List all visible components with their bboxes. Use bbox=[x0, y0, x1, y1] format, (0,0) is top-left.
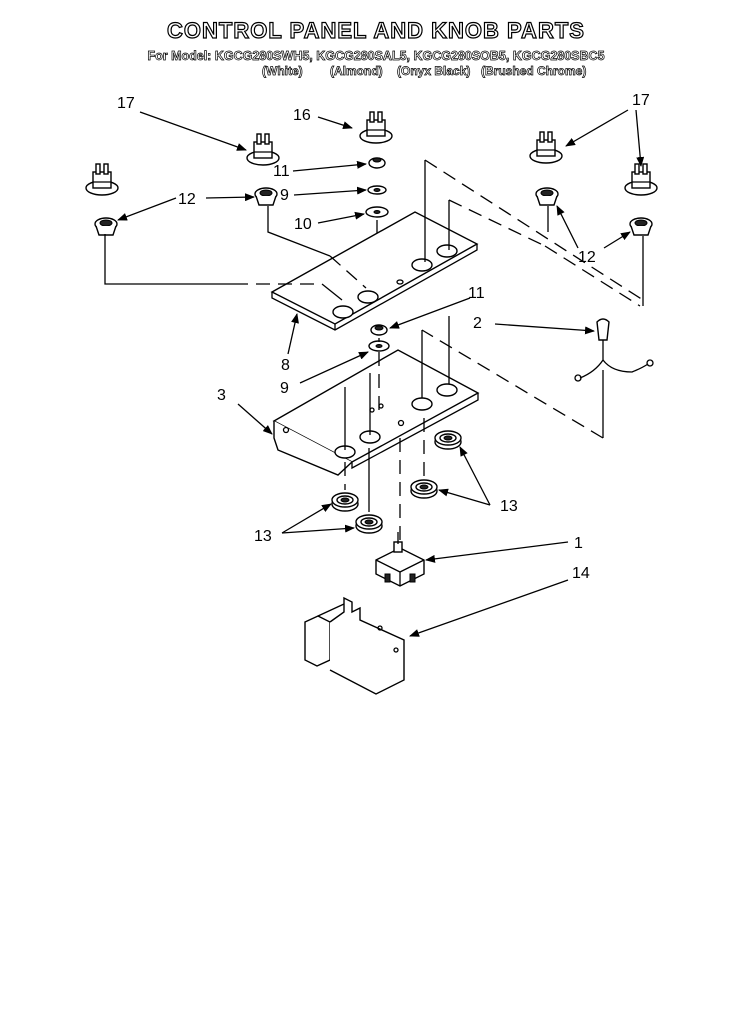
control-panel-8 bbox=[270, 211, 479, 331]
color-onyx-black: (Onyx Black) bbox=[397, 64, 471, 79]
knob-17-upper-right bbox=[529, 131, 563, 164]
color-almond: (Almond) bbox=[330, 64, 383, 79]
ring-13-d bbox=[434, 430, 462, 450]
ring-13-a bbox=[331, 492, 359, 512]
bracket-14 bbox=[304, 596, 405, 695]
callout-9-upper: 9 bbox=[280, 187, 289, 204]
indicator-light-2 bbox=[574, 318, 654, 382]
knob-16-center bbox=[359, 111, 393, 144]
callout-17-left: 17 bbox=[117, 95, 135, 112]
callout-16: 16 bbox=[293, 107, 311, 124]
callout-11-upper: 11 bbox=[273, 163, 290, 180]
callout-9-lower: 9 bbox=[280, 380, 289, 397]
ring-13-b bbox=[355, 514, 383, 534]
callout-13-right: 13 bbox=[500, 498, 518, 515]
callout-12-left: 12 bbox=[178, 191, 196, 208]
callout-2: 2 bbox=[473, 315, 482, 332]
callout-12-right: 12 bbox=[578, 249, 596, 266]
switch-1 bbox=[375, 532, 425, 587]
color-white: (White) bbox=[262, 64, 303, 79]
callout-14: 14 bbox=[572, 565, 590, 582]
model-list: For Model: KGCG280SWH5, KGCG280SAL5, KGC… bbox=[147, 49, 605, 64]
backing-panel-3 bbox=[272, 349, 480, 476]
bezel-12-right bbox=[629, 217, 653, 236]
knob-17-right bbox=[624, 163, 658, 196]
knob-17-upper-left bbox=[246, 133, 280, 166]
callout-11-lower: 11 bbox=[468, 285, 485, 302]
page-title: CONTROL PANEL AND KNOB PARTS bbox=[166, 17, 585, 43]
bezel-12-right-upper bbox=[535, 187, 559, 206]
callout-1: 1 bbox=[574, 535, 583, 552]
callout-13-left: 13 bbox=[254, 528, 272, 545]
callout-8: 8 bbox=[281, 357, 290, 374]
knob-17-left bbox=[85, 163, 119, 196]
bezel-12-left bbox=[94, 217, 118, 236]
callout-17-right: 17 bbox=[632, 92, 650, 109]
ring-13-c bbox=[410, 479, 438, 499]
callout-3: 3 bbox=[217, 387, 226, 404]
callout-10: 10 bbox=[294, 216, 312, 233]
bezel-12-left-upper bbox=[254, 187, 278, 206]
color-brushed-chrome: (Brushed Chrome) bbox=[481, 64, 587, 79]
